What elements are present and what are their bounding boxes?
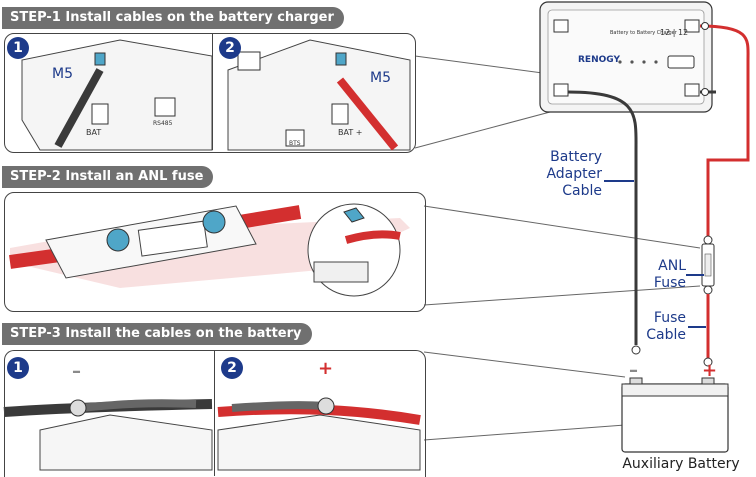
charger-unit	[539, 1, 713, 113]
anl-fuse-leader	[686, 274, 704, 276]
step3-panel	[4, 350, 426, 477]
step3-plus-symbol: +	[318, 358, 334, 379]
auxiliary-battery-drawing	[621, 377, 729, 453]
charger-brand-logo: RENOGY	[578, 55, 620, 65]
step3-drawing	[3, 397, 421, 471]
fuse-cable-leader	[688, 326, 706, 328]
step3-minus-symbol: –	[72, 361, 81, 382]
fuse-cable-label: Fuse Cable	[646, 310, 686, 343]
step3-divider	[214, 351, 215, 476]
black-cable	[567, 90, 638, 345]
charger-model: Battery to Battery Charger	[610, 30, 677, 36]
port-label-rs485: RS485	[153, 120, 173, 127]
step2-banner: STEP-2 Install an ANL fuse	[2, 166, 214, 188]
port-label-bat-plus: BAT +	[338, 128, 363, 137]
m5-label-a: M5	[52, 66, 73, 82]
step3-number-1: 1	[7, 357, 29, 379]
step1-drawing	[21, 39, 411, 151]
anl-fuse-label: ANL Fuse	[653, 258, 686, 291]
step1-number-1: 1	[7, 37, 29, 59]
step1-number-2: 2	[219, 37, 241, 59]
step1-divider	[212, 34, 213, 150]
battery-minus-symbol: –	[629, 360, 638, 381]
step1-panel	[4, 33, 416, 153]
battery-adapter-cable-label: Battery Adapter Cable	[546, 149, 602, 199]
step2-panel	[4, 192, 426, 312]
step3-number-2: 2	[221, 357, 243, 379]
m5-label-b: M5	[370, 70, 391, 86]
callout-lines	[414, 55, 701, 441]
step2-drawing	[9, 203, 410, 297]
auxiliary-battery-label: Auxiliary Battery	[622, 456, 740, 472]
step3-banner: STEP-3 Install the cables on the battery	[2, 323, 312, 345]
port-label-bts: BTS	[289, 140, 301, 147]
port-label-bat: BAT	[86, 128, 102, 137]
anl-fuse-drawing	[701, 235, 715, 295]
red-cable-upper	[699, 24, 750, 244]
battery-adapter-cable-leader	[604, 180, 634, 182]
charger-rating: 12 | 12	[660, 28, 689, 37]
battery-plus-symbol: +	[702, 360, 718, 381]
step1-banner: STEP-1 Install cables on the battery cha…	[2, 7, 344, 29]
